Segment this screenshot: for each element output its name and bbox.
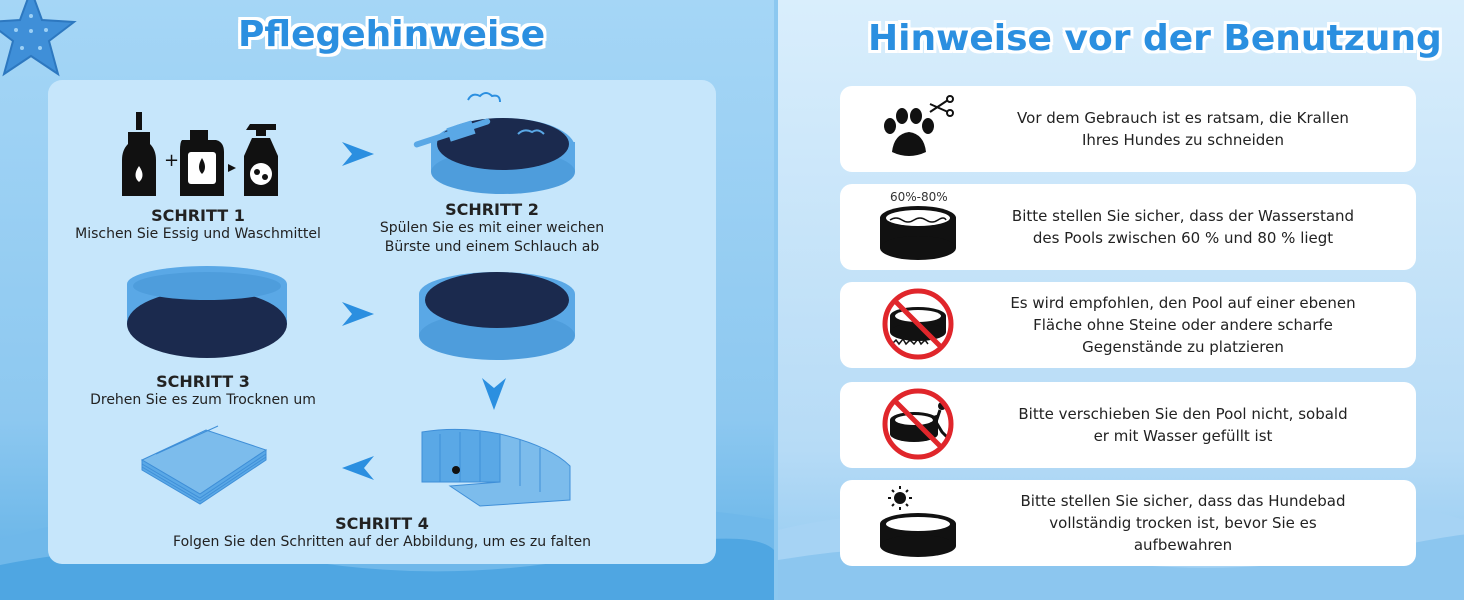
step-4-title: SCHRITT 4 xyxy=(335,514,429,533)
step-1-text: Mischen Sie Essig und Waschmittel xyxy=(75,226,321,242)
note-dry-line2: vollständig trocken ist, bevor Sie es xyxy=(1049,514,1317,532)
pool-water-level-icon xyxy=(880,206,956,260)
no-push-pool-icon xyxy=(882,388,954,460)
note-card-dry: Bitte stellen Sie sicher, dass das Hunde… xyxy=(840,480,1416,566)
note-ground-line2: Fläche ohne Steine oder andere scharfe xyxy=(1033,316,1333,334)
step-4-text: Folgen Sie den Schritten auf der Abbildu… xyxy=(173,534,591,550)
note-card-water-level: 60%-80% Bitte stellen Sie sicher, dass d… xyxy=(840,184,1416,270)
step-3-text: Drehen Sie es zum Trocknen um xyxy=(90,392,316,408)
note-dry-line3: aufbewahren xyxy=(1133,536,1233,554)
arrow-right-icon xyxy=(342,302,374,326)
step-2-title: SCHRITT 2 xyxy=(445,200,539,219)
pool-folded-icon xyxy=(140,425,268,505)
note-water-line2: des Pools zwischen 60 % und 80 % liegt xyxy=(1032,229,1334,247)
step-4: SCHRITT 4 Folgen Sie den Schritten auf d… xyxy=(108,514,656,552)
plus-sign: + xyxy=(164,150,179,171)
pool-upright-icon xyxy=(419,272,575,360)
water-level-label: 60%-80% xyxy=(890,190,948,204)
note-claws-line1: Vor dem Gebrauch ist es ratsam, die Kral… xyxy=(1017,109,1349,127)
note-ground-line1: Es wird empfohlen, den Pool auf einer eb… xyxy=(1010,294,1356,312)
step-1: SCHRITT 1 Mischen Sie Essig und Waschmit… xyxy=(68,206,328,244)
starfish-icon xyxy=(0,0,77,77)
note-card-no-move: Bitte verschieben Sie den Pool nicht, so… xyxy=(840,382,1416,468)
note-card-flat-ground: Es wird empfohlen, den Pool auf einer eb… xyxy=(840,282,1416,368)
usage-title: Hinweise vor der Benutzung xyxy=(868,18,1442,59)
note-ground-line3: Gegenstände zu platzieren xyxy=(1082,338,1284,356)
arrow-down-icon xyxy=(482,378,506,410)
step-1-title: SCHRITT 1 xyxy=(151,206,245,225)
paw-scissors-icon xyxy=(884,95,954,156)
pool-folding-icon xyxy=(421,428,571,507)
pool-flipped-icon xyxy=(127,266,287,358)
step-3-title: SCHRITT 3 xyxy=(156,372,250,391)
note-claws-line2: Ihres Hundes zu schneiden xyxy=(1081,131,1285,149)
step-2: SCHRITT 2 Spülen Sie es mit einer weiche… xyxy=(372,200,612,257)
arrow-right-icon xyxy=(342,142,374,166)
note-water-line1: Bitte stellen Sie sicher, dass der Wasse… xyxy=(1011,207,1355,225)
bottles-icon: + xyxy=(122,112,278,196)
note-card-claws: Vor dem Gebrauch ist es ratsam, die Kral… xyxy=(840,86,1416,172)
note-move-line2: er mit Wasser gefüllt ist xyxy=(1093,427,1273,445)
usage-notes-section: Hinweise vor der Benutzung Vor dem Gebra… xyxy=(778,0,1464,600)
step-2-text-line2: Bürste und einem Schlauch ab xyxy=(384,239,600,255)
care-title: Pflegehinweise xyxy=(238,14,546,55)
arrow-left-icon xyxy=(342,456,374,480)
steps-panel: + SCHRITT 1 Mischen Sie Essig und Waschm… xyxy=(48,80,716,564)
no-sharp-ground-icon xyxy=(882,288,954,360)
step-2-text-line1: Spülen Sie es mit einer weichen xyxy=(379,220,605,236)
care-instructions-section: Pflegehinweise + SCHRITT 1 Mischen Sie E… xyxy=(0,0,774,600)
step-3: SCHRITT 3 Drehen Sie es zum Trocknen um xyxy=(68,372,338,410)
note-move-line1: Bitte verschieben Sie den Pool nicht, so… xyxy=(1018,405,1348,423)
sun-dry-pool-icon xyxy=(880,486,956,557)
pool-brush-icon xyxy=(413,92,575,194)
note-dry-line1: Bitte stellen Sie sicher, dass das Hunde… xyxy=(1020,492,1346,510)
